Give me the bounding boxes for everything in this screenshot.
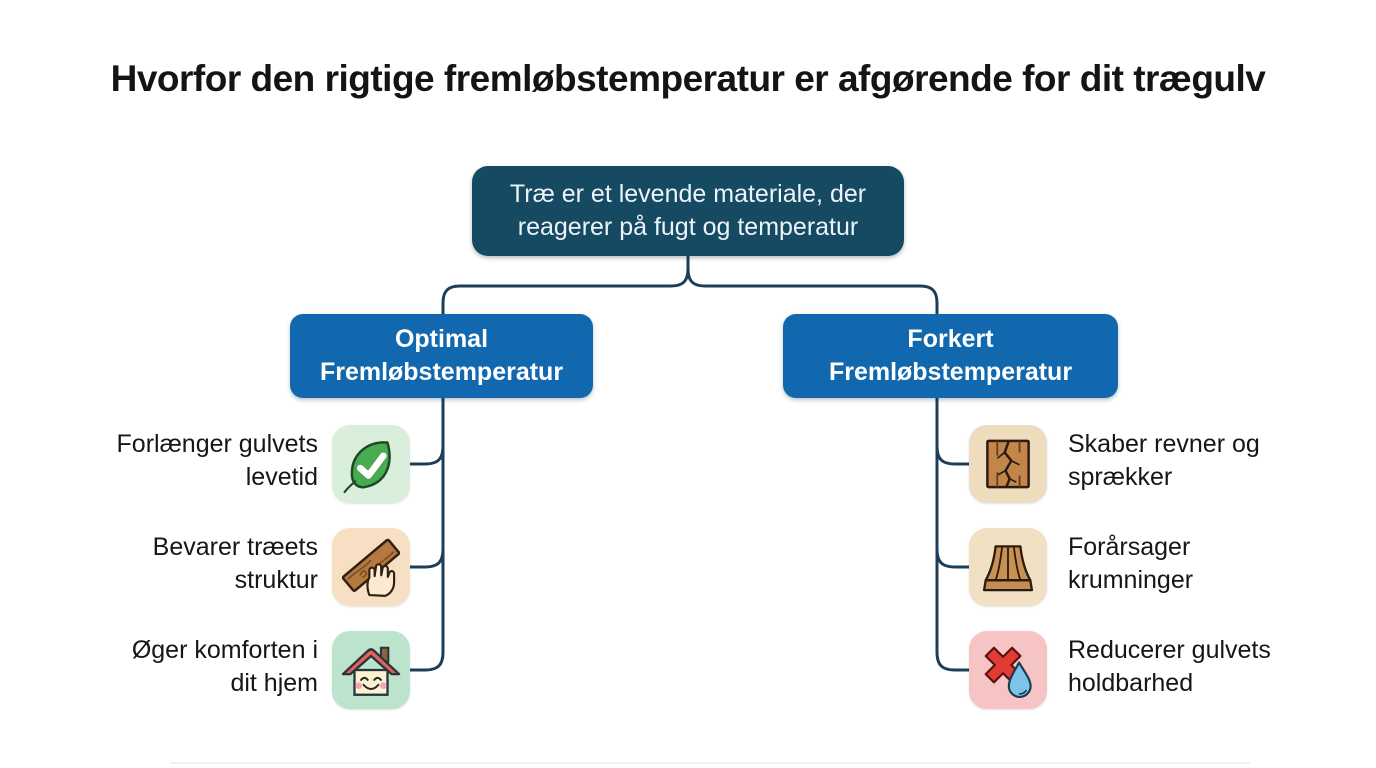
branch-optimal-line2: Fremløbstemperatur [319, 358, 564, 386]
cracked-wood-icon [969, 425, 1047, 503]
branch-optimal: Optimal Fremløbstemperatur [290, 314, 593, 398]
branch-optimal-line1: Optimal [394, 325, 489, 353]
branch-forkert-line2: Fremløbstemperatur [828, 358, 1073, 386]
root-node: Træ er et levende materiale, der reagere… [472, 166, 904, 256]
item-label-krumninger-line2: krumninger [1068, 566, 1194, 594]
x-droplet-icon [969, 631, 1047, 709]
item-label-komfort: Øger komforten i dit hjem [40, 634, 318, 700]
item-label-krumninger: Forårsager krumninger [1068, 531, 1368, 597]
item-label-komfort-line2: dit hjem [230, 669, 318, 697]
item-label-revner-line1: Skaber revner og [1068, 430, 1260, 458]
item-label-holdbarhed-line1: Reducerer gulvets [1068, 636, 1271, 664]
root-node-line2: reagerer på fugt og temperatur [517, 213, 859, 241]
happy-house-icon [332, 631, 410, 709]
item-label-holdbarhed: Reducerer gulvets holdbarhed [1068, 634, 1368, 700]
branch-forkert: Forkert Fremløbstemperatur [783, 314, 1118, 398]
bottom-divider [170, 762, 1250, 764]
item-label-komfort-line1: Øger komforten i [131, 636, 318, 664]
item-label-levetid-line2: levetid [245, 463, 318, 491]
item-label-revner: Skaber revner og sprækker [1068, 428, 1368, 494]
item-label-struktur: Bevarer træets struktur [40, 531, 318, 597]
page-title: Hvorfor den rigtige fremløbstemperatur e… [110, 58, 1266, 99]
item-label-levetid: Forlænger gulvets levetid [40, 428, 318, 494]
item-label-holdbarhed-line2: holdbarhed [1068, 669, 1194, 697]
item-label-krumninger-line1: Forårsager [1068, 533, 1191, 561]
branch-forkert-line1: Forkert [907, 325, 994, 353]
item-label-levetid-line1: Forlænger gulvets [116, 430, 318, 458]
wood-hand-icon [332, 528, 410, 606]
item-label-revner-line2: sprækker [1068, 463, 1173, 491]
root-node-line1: Træ er et levende materiale, der [509, 180, 867, 208]
warped-wood-icon [969, 528, 1047, 606]
leaf-check-icon [332, 425, 410, 503]
item-label-struktur-line1: Bevarer træets [152, 533, 318, 561]
item-label-struktur-line2: struktur [234, 566, 318, 594]
